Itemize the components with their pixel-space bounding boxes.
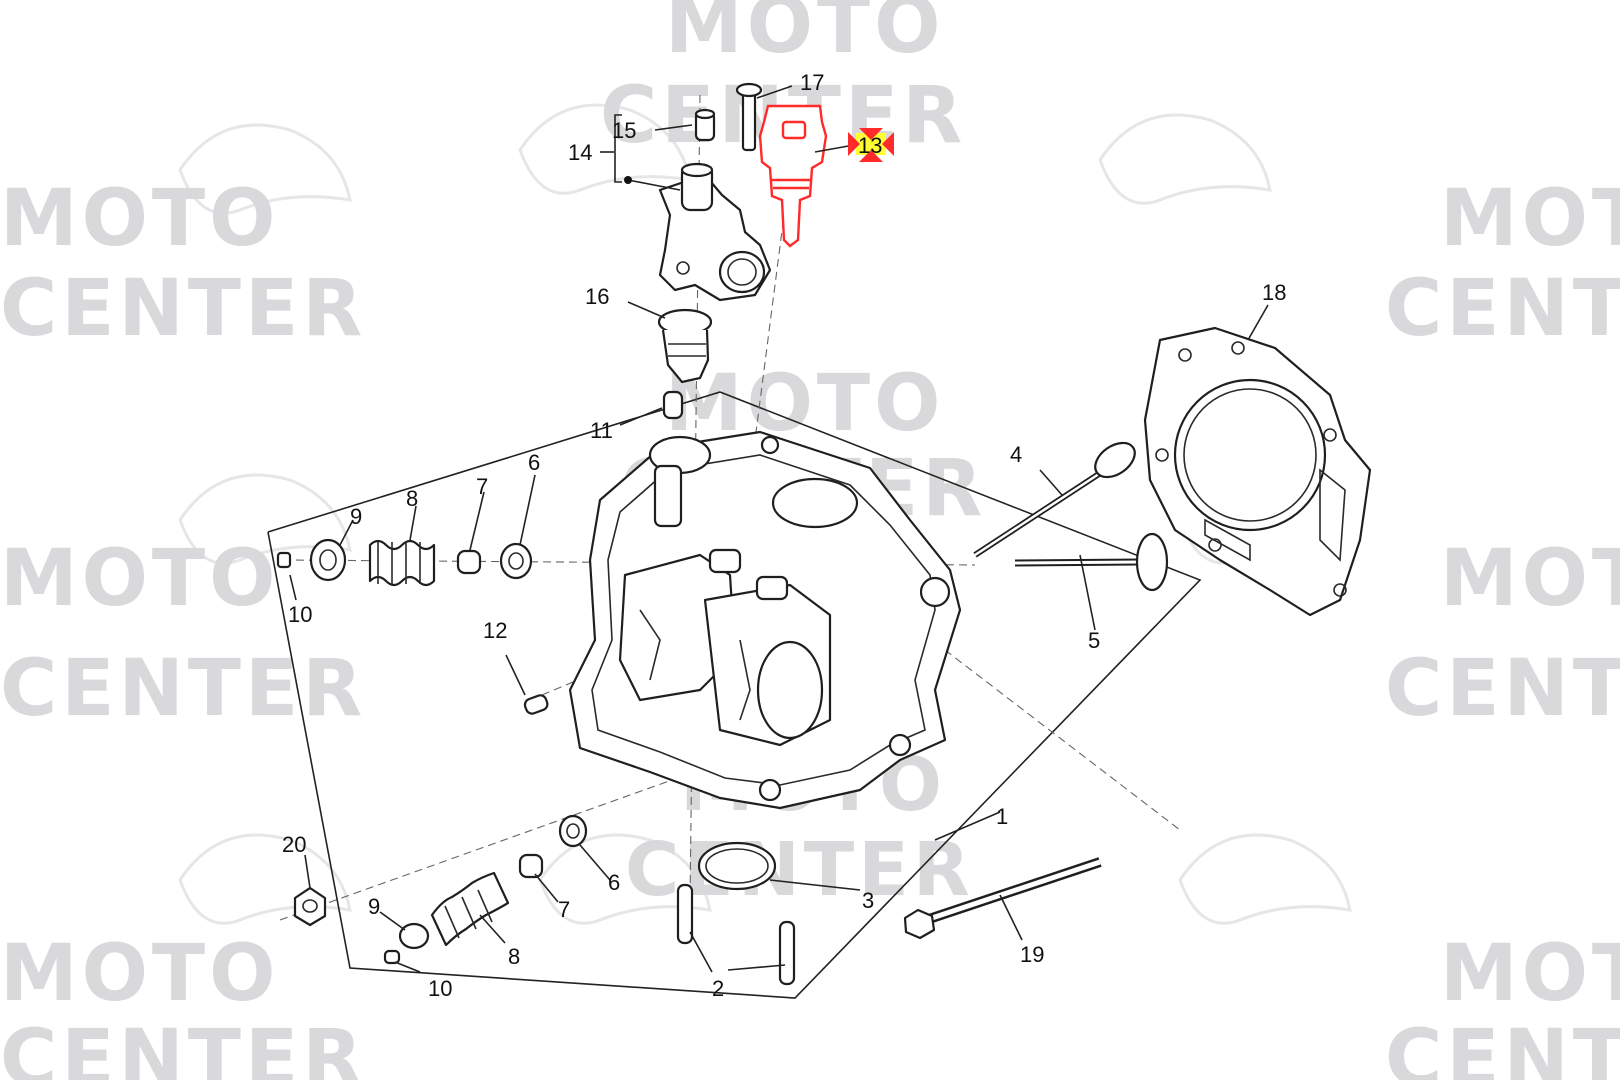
valve-seal-7a [456,549,482,575]
callout-10-lower: 10 [428,976,452,1001]
dowel-12 [523,694,549,715]
valve-train-lower [293,814,588,965]
watermark-moto-top: MOTO [665,0,944,71]
watermark-moto-mid: MOTO [665,359,944,449]
callout-labels: 17 15 14 13 16 18 11 4 6 7 8 9 10 12 5 1… [282,70,1286,1001]
valve-seal-7b [518,853,544,879]
watermark-center-left-1: CENTER [0,264,366,354]
callout-18: 18 [1262,280,1286,305]
nut-20 [293,886,327,927]
callout-13-highlight: 13 [848,128,894,162]
watermark-moto-right-3: MOTO [1440,929,1620,1019]
callout-15: 15 [612,118,636,143]
leader-lines [289,85,1269,973]
watermark-moto-left-2: MOTO [0,534,279,624]
valve-cotter-10b [383,949,401,965]
callout-11: 11 [590,418,613,443]
watermark-center-left-3: CENTER [0,1014,366,1080]
watermark-moto-left-3: MOTO [0,929,279,1019]
callout-6-upper: 6 [528,450,540,475]
watermark-moto-right-1: MOTO [1440,174,1620,264]
watermark-center-right-2: CENTER [1385,644,1620,734]
watermark-center-right-1: CENTER [1385,264,1620,354]
callout-20: 20 [282,832,306,857]
spring-retainer-9a [309,538,347,582]
bleed-screw [694,108,716,142]
callout-14: 14 [568,140,592,165]
valves [973,441,1169,592]
thermostat [657,308,713,384]
temperature-sensor-highlighted [758,104,828,248]
head-gasket [1143,326,1372,617]
callout-5: 5 [1088,628,1100,653]
callout-10-upper: 10 [288,602,312,627]
watermark-moto-left-1: MOTO [0,174,279,264]
valve-train-upper [276,538,533,587]
washer-6b [558,814,588,848]
callout-7-upper: 7 [476,474,488,499]
callout-2: 2 [712,976,724,1001]
valve-spring-8a [368,539,436,587]
callout-8-lower: 8 [508,944,520,969]
spring-retainer-9b [398,922,430,950]
dowel-pins-2 [676,883,796,986]
callout-12: 12 [483,618,507,643]
callout-9-upper: 9 [350,504,362,529]
callout-17: 17 [800,70,824,95]
bolt-19 [903,857,1102,940]
watermark-center-right-3: CENTER [1385,1014,1620,1080]
callout-9-lower: 9 [368,894,380,919]
callout-1: 1 [996,804,1008,829]
thermostat-cover [658,162,772,302]
valve-spring-8b [430,871,510,947]
screw-17 [735,82,763,152]
valve-cotter-10a [276,551,292,569]
watermark-moto-right-2: MOTO [1440,534,1620,624]
dowel-11 [662,390,684,420]
callout-3: 3 [862,888,874,913]
watermark-center-left-2: CENTER [0,644,366,734]
callout-19: 19 [1020,942,1044,967]
o-ring-3 [697,841,777,891]
callout-7-lower: 7 [558,897,570,922]
washer-6a [499,542,533,580]
callout-4: 4 [1010,442,1022,467]
callout-6-lower: 6 [608,870,620,895]
callout-13: 13 [858,133,882,158]
cylinder-head [568,430,962,810]
callout-16: 16 [585,284,609,309]
callout-8-upper: 8 [406,486,418,511]
